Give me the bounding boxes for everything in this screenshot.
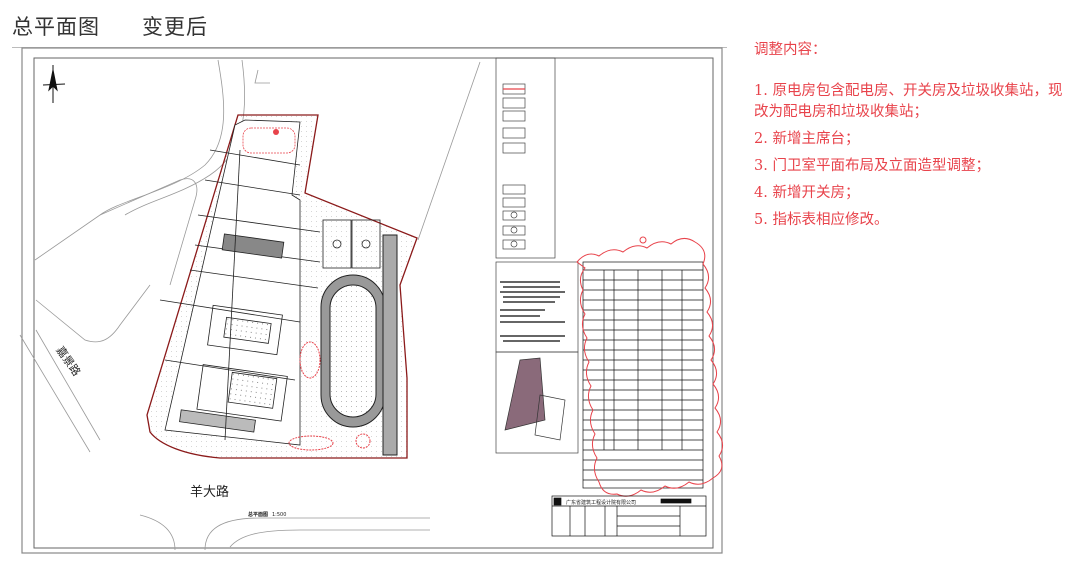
revision-cloud (576, 238, 723, 497)
outer-frame (21, 47, 723, 554)
page-subtitle: 变更后 (142, 15, 208, 39)
plan-scale-label: 1:500 (272, 512, 286, 518)
revision-tag-icon (639, 236, 647, 244)
notes-heading: 调整内容： (754, 42, 827, 58)
indicator-table (582, 261, 704, 489)
north-arrow-icon (42, 65, 66, 103)
running-track (320, 234, 398, 456)
title-block (551, 495, 707, 537)
change-notes: 调整内容： 1. 原电房包含配电房、开关房及垃圾收集站，现改为配电房和垃圾收集站… (754, 40, 1074, 237)
legend-box (495, 57, 556, 259)
company-name: 广东省建筑工程设计院有限公司 (566, 499, 636, 506)
site-plan-drawing: 羊大路 嘉景路 总平面图 1:500 (19, 47, 723, 554)
road-label-west: 嘉景路 (53, 343, 83, 378)
note-item: 1. 原电房包含配电房、开关房及垃圾收集站，现改为配电房和垃圾收集站； (754, 83, 1063, 120)
basketball-courts (322, 219, 381, 269)
road-label-south: 羊大路 (190, 484, 229, 500)
roads (19, 59, 481, 551)
notes-box (495, 261, 579, 454)
note-item: 4. 新增开关房； (754, 185, 860, 201)
page-title: 总平面图 (12, 15, 100, 39)
revision-markers (288, 341, 371, 451)
plan-title-label: 总平面图 (248, 511, 268, 518)
note-item: 3. 门卫室平面布局及立面造型调整； (754, 158, 990, 174)
inner-frame (33, 57, 714, 549)
note-item: 2. 新增主席台； (754, 131, 860, 147)
note-item: 5. 指标表相应修改。 (754, 212, 889, 228)
buildings (159, 119, 321, 446)
